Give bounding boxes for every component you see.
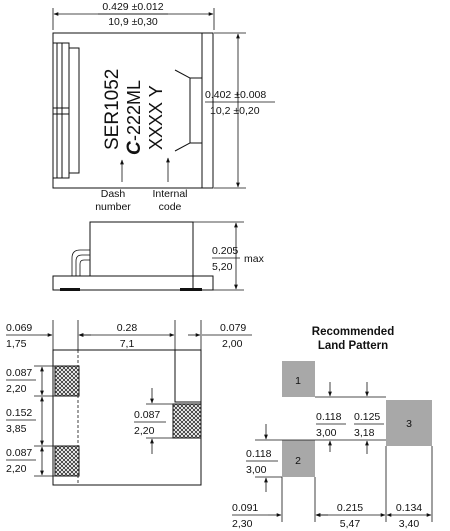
core-flange [68,47,80,174]
land-pad-height-mm: 3,00 [246,464,267,476]
right-term-mm: 2,00 [222,338,243,350]
land-pad-3-label: 3 [406,418,412,430]
top-height-inch: 0.402 ±0.008 [205,89,266,101]
marking-line-1: SER1052 [102,69,123,150]
pad-right [172,403,202,439]
left-offset-inch: 0.069 [6,322,32,334]
land-gap-inch: 0.125 [354,411,380,423]
span-inch: 0.28 [117,322,138,334]
pad2-height-mm: 2,20 [6,463,27,475]
internal-label: Internal [152,188,187,200]
terminal-foot [180,288,202,291]
code-label: code [159,201,182,213]
top-width-mm: 10,9 ±0,30 [108,16,158,28]
marking-part-number: SER1052 [102,69,123,150]
span-mm: 7,1 [120,338,135,350]
marking-internal-code: XXXX Y [146,85,166,150]
land-pad-2-label: 2 [295,455,301,467]
land-left-mm: 2,30 [232,518,253,530]
land-gap-mm: 3,18 [354,427,375,439]
land-span-mm: 5,47 [340,518,361,530]
bottom-view: 0.069 1,75 0.28 7,1 0.079 2,00 0.087 2,2… [6,320,252,486]
land-pattern: Recommended Land Pattern 1 2 3 0.118 3,0… [232,326,433,530]
land-span-inch: 0.215 [337,502,363,514]
land-pad-width-mm: 3,00 [316,427,337,439]
land-pad-2 [282,440,315,477]
left-terminal-strip [52,42,70,179]
land-pad3-width-mm: 3,40 [399,518,420,530]
land-pad-1-label: 1 [295,375,301,387]
pad1-height-inch: 0.087 [6,367,32,379]
lead-wire [75,254,90,276]
gap-inch: 0.152 [6,407,32,419]
pad1-height-mm: 2,20 [6,383,27,395]
number-label: number [95,201,131,213]
right-term-inch: 0.079 [220,322,246,334]
dash-label: Dash [101,188,126,200]
land-pad-width-inch: 0.118 [316,411,342,423]
top-width-inch: 0.429 ±0.012 [102,1,163,13]
land-pattern-title-2: Land Pattern [318,340,388,352]
pad-upper-left [54,365,80,397]
right-pad-height-mm: 2,20 [134,425,155,437]
land-left-inch: 0.091 [232,502,258,514]
side-height-inch: 0.205 [212,245,238,257]
coilcraft-logo: C [124,141,145,155]
right-pad-height-inch: 0.087 [134,409,160,421]
side-core [89,221,194,277]
terminal-foot [60,288,80,291]
left-offset-mm: 1,75 [6,338,27,350]
marking-dash-number: -222ML [124,80,144,141]
lead-wire [79,259,90,276]
land-pattern-title-1: Recommended [312,326,394,338]
land-pad-1 [282,361,315,397]
side-height-mm: 5,20 [212,261,233,273]
land-pad3-width-inch: 0.134 [396,502,422,514]
pad2-height-inch: 0.087 [6,447,32,459]
marking-line-3: XXXX Y [146,85,166,150]
top-view: 0.429 ±0.012 10,9 ±0,30 SER1052 C -222ML… [52,1,275,213]
pad-lower-left [54,445,80,477]
marking-line-2: C -222ML [124,80,145,155]
max-label: max [244,253,265,265]
land-pad-height-inch: 0.118 [246,448,272,460]
side-view: 0.205 5,20 max [52,221,265,291]
lead-wire [71,249,90,276]
right-terminal-outline [174,349,202,403]
side-base [52,275,214,291]
top-height-mm: 10,2 ±0,20 [210,105,260,117]
right-terminal [174,69,191,152]
gap-mm: 3,85 [6,423,27,435]
land-pad-3 [386,400,432,446]
right-terminal-tab [189,77,203,144]
